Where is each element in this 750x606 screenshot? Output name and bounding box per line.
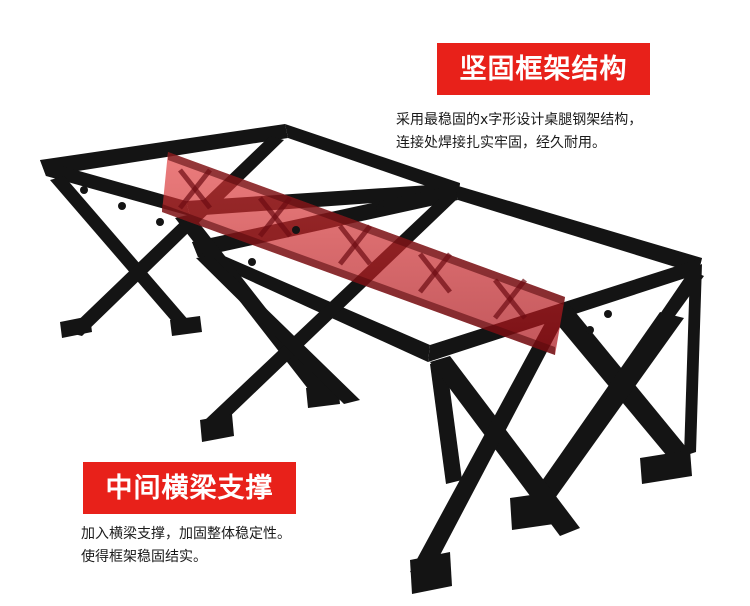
middle-beam-highlight <box>162 152 565 355</box>
feature-description-crossbeam: 加入横梁支撑，加固整体稳定性。 使得框架稳固结实。 <box>81 523 291 569</box>
description-line: 采用最稳固的x字形设计桌腿钢架结构， <box>396 112 643 128</box>
feature-description-structure: 采用最稳固的x字形设计桌腿钢架结构， 连接处焊接扎实牢固，经久耐用。 <box>396 109 642 155</box>
feature-title-crossbeam: 中间横梁支撑 <box>83 462 296 514</box>
mounting-holes <box>80 186 612 334</box>
right-front-x-legs <box>410 264 704 594</box>
description-line: 连接处焊接扎实牢固，经久耐用。 <box>396 135 606 151</box>
description-line: 加入横梁支撑，加固整体稳定性。 <box>81 526 291 542</box>
right-back-x-legs <box>196 256 462 484</box>
feature-title-structure: 坚固框架结构 <box>437 43 650 95</box>
description-line: 使得框架稳固结实。 <box>81 549 207 565</box>
